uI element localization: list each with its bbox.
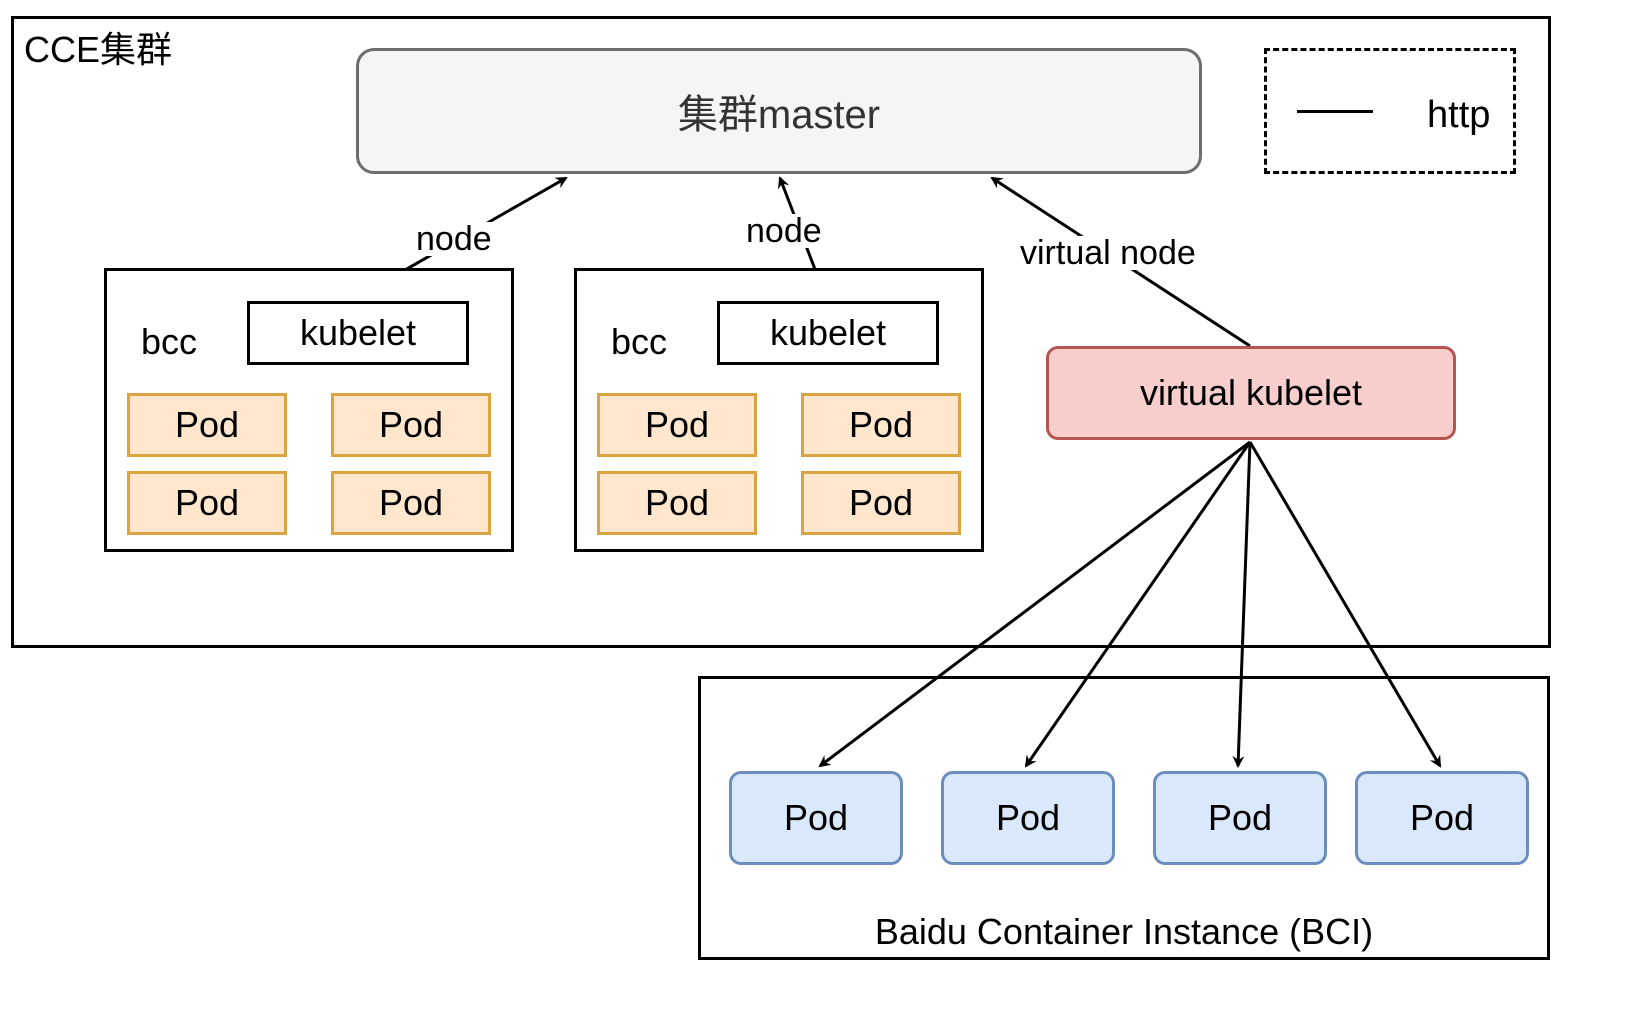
pod: Pod [331, 471, 491, 535]
pod: Pod [597, 471, 757, 535]
edge-label-node-1: node [414, 220, 494, 258]
cluster-label: CCE集群 [24, 29, 173, 70]
edge-vk-to-bci-pod-3 [1232, 441, 1252, 768]
cce-cluster-boundary [11, 16, 1551, 648]
kubelet-box: kubelet [247, 301, 469, 365]
edge-label-node-2: node [744, 212, 824, 250]
kubelet-box: kubelet [717, 301, 939, 365]
edge-vk-to-bci-pod-4 [1248, 441, 1442, 768]
bcc-node-2: bcc kubelet Pod Pod Pod Pod [574, 268, 984, 552]
legend-box: http [1264, 48, 1516, 174]
bci-pod: Pod [1153, 771, 1327, 865]
edge-vk-to-bci-pod-1 [818, 440, 1251, 768]
pod: Pod [801, 393, 961, 457]
pod: Pod [597, 393, 757, 457]
edge-label-virtual-node: virtual node [1018, 234, 1198, 272]
pod: Pod [331, 393, 491, 457]
edge-vk-to-bci-pod-2 [1024, 441, 1252, 768]
bcc-label: bcc [611, 321, 668, 362]
cluster-master-node: 集群master [356, 48, 1202, 174]
pod: Pod [127, 471, 287, 535]
bci-pod: Pod [729, 771, 903, 865]
pod: Pod [127, 393, 287, 457]
virtual-kubelet-node: virtual kubelet [1046, 346, 1456, 440]
bci-boundary: Pod Pod Pod Pod Baidu Container Instance… [698, 676, 1550, 960]
bcc-node-1: bcc kubelet Pod Pod Pod Pod [104, 268, 514, 552]
bcc-label: bcc [141, 321, 198, 362]
legend-http-line [1297, 110, 1373, 113]
pod: Pod [801, 471, 961, 535]
bci-pod: Pod [941, 771, 1115, 865]
bci-label: Baidu Container Instance (BCI) [874, 911, 1374, 952]
legend-http-label: http [1427, 94, 1491, 136]
bci-pod: Pod [1355, 771, 1529, 865]
